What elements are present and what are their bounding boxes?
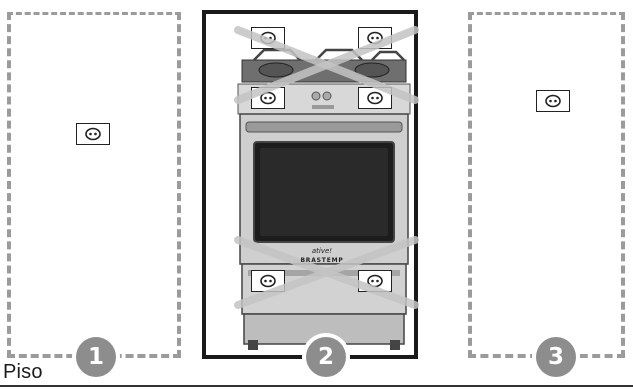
outlet-icon	[76, 123, 110, 145]
cross-mark-bottom-b	[234, 236, 419, 309]
ative-badge: ative!	[311, 247, 333, 255]
outlet-icon	[358, 87, 392, 109]
zone-2-number-badge: 2	[306, 337, 346, 377]
brand-logo: BRASTEMP	[300, 257, 344, 264]
floor-label: Piso	[3, 361, 43, 383]
zone-1-number-badge: 1	[76, 337, 116, 377]
floor-line	[0, 385, 633, 387]
outlet-icon	[536, 90, 570, 112]
zone-3-number-badge: 3	[536, 337, 576, 377]
cross-mark-top-b	[234, 26, 419, 104]
